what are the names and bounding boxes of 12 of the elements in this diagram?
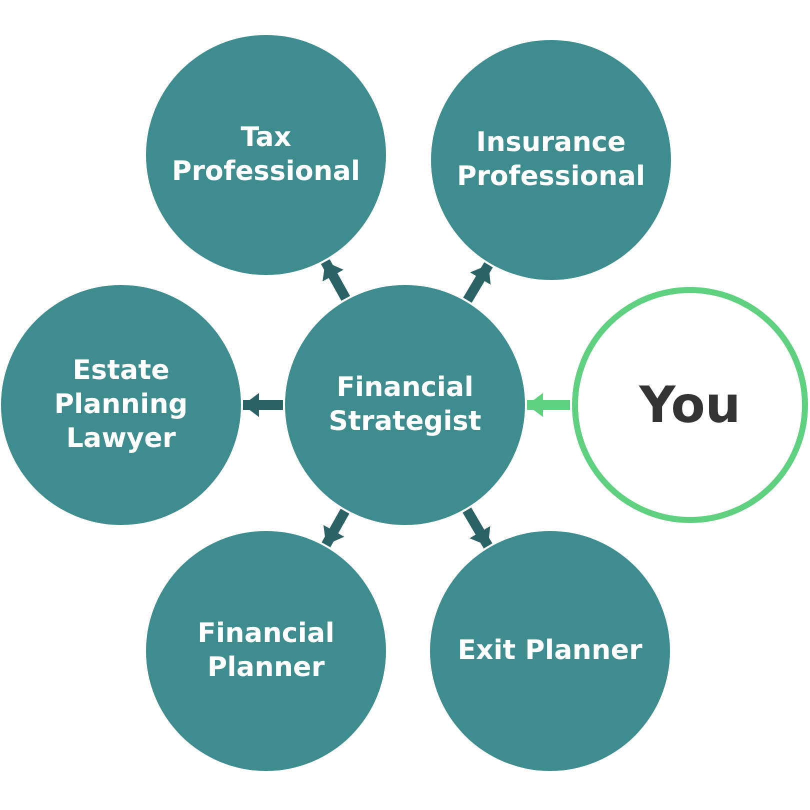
arrow (320, 259, 350, 301)
arrow (462, 508, 492, 548)
arrow (527, 393, 570, 417)
node-label: You (639, 374, 741, 436)
arrow (243, 393, 283, 417)
node-label: Tax Professional (171, 121, 361, 189)
node-label: Estate Planning Lawyer (53, 354, 189, 456)
node-label: Insurance Professional (456, 126, 646, 194)
arrow (463, 262, 493, 303)
node-label: Financial Strategist (328, 371, 482, 439)
node-label: Exit Planner (458, 634, 642, 668)
node-label: Financial Planner (196, 617, 336, 685)
